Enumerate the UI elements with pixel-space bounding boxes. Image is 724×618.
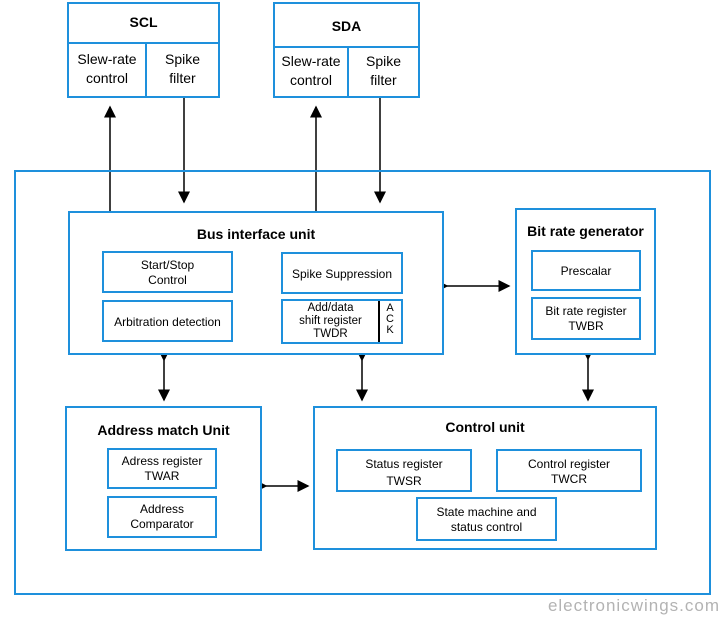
sda-title: SDA [331,18,362,34]
address-match-title: Address match Unit [97,422,230,438]
scl-mid-divider [145,42,147,96]
bit-rate-title: Bit rate generator [527,223,644,239]
ack-label: A C K [386,302,394,336]
spike-suppression-label: Spike Suppression [291,267,393,281]
prescalar-box: Prescalar [531,250,641,291]
sda-divider [275,46,418,48]
scl-divider [69,42,218,44]
shift-register-label: Add/data shift register TWDR [299,302,362,340]
watermark: electronicwings.com [547,596,720,615]
arbitration-label: Arbitration detection [114,315,221,329]
ack-divider [378,301,380,342]
control-unit-title: Control unit [445,419,525,435]
shift-register-box: Add/data shift register TWDR A C K [281,299,403,344]
spike-suppression-box: Spike Suppression [281,252,403,294]
sda-mid-divider [347,46,349,96]
prescalar-label: Prescalar [560,264,612,278]
twi-module-outline [14,170,711,595]
arbitration-detection-box: Arbitration detection [102,300,233,342]
bus-interface-title: Bus interface unit [196,226,316,242]
scl-title: SCL [129,14,158,30]
